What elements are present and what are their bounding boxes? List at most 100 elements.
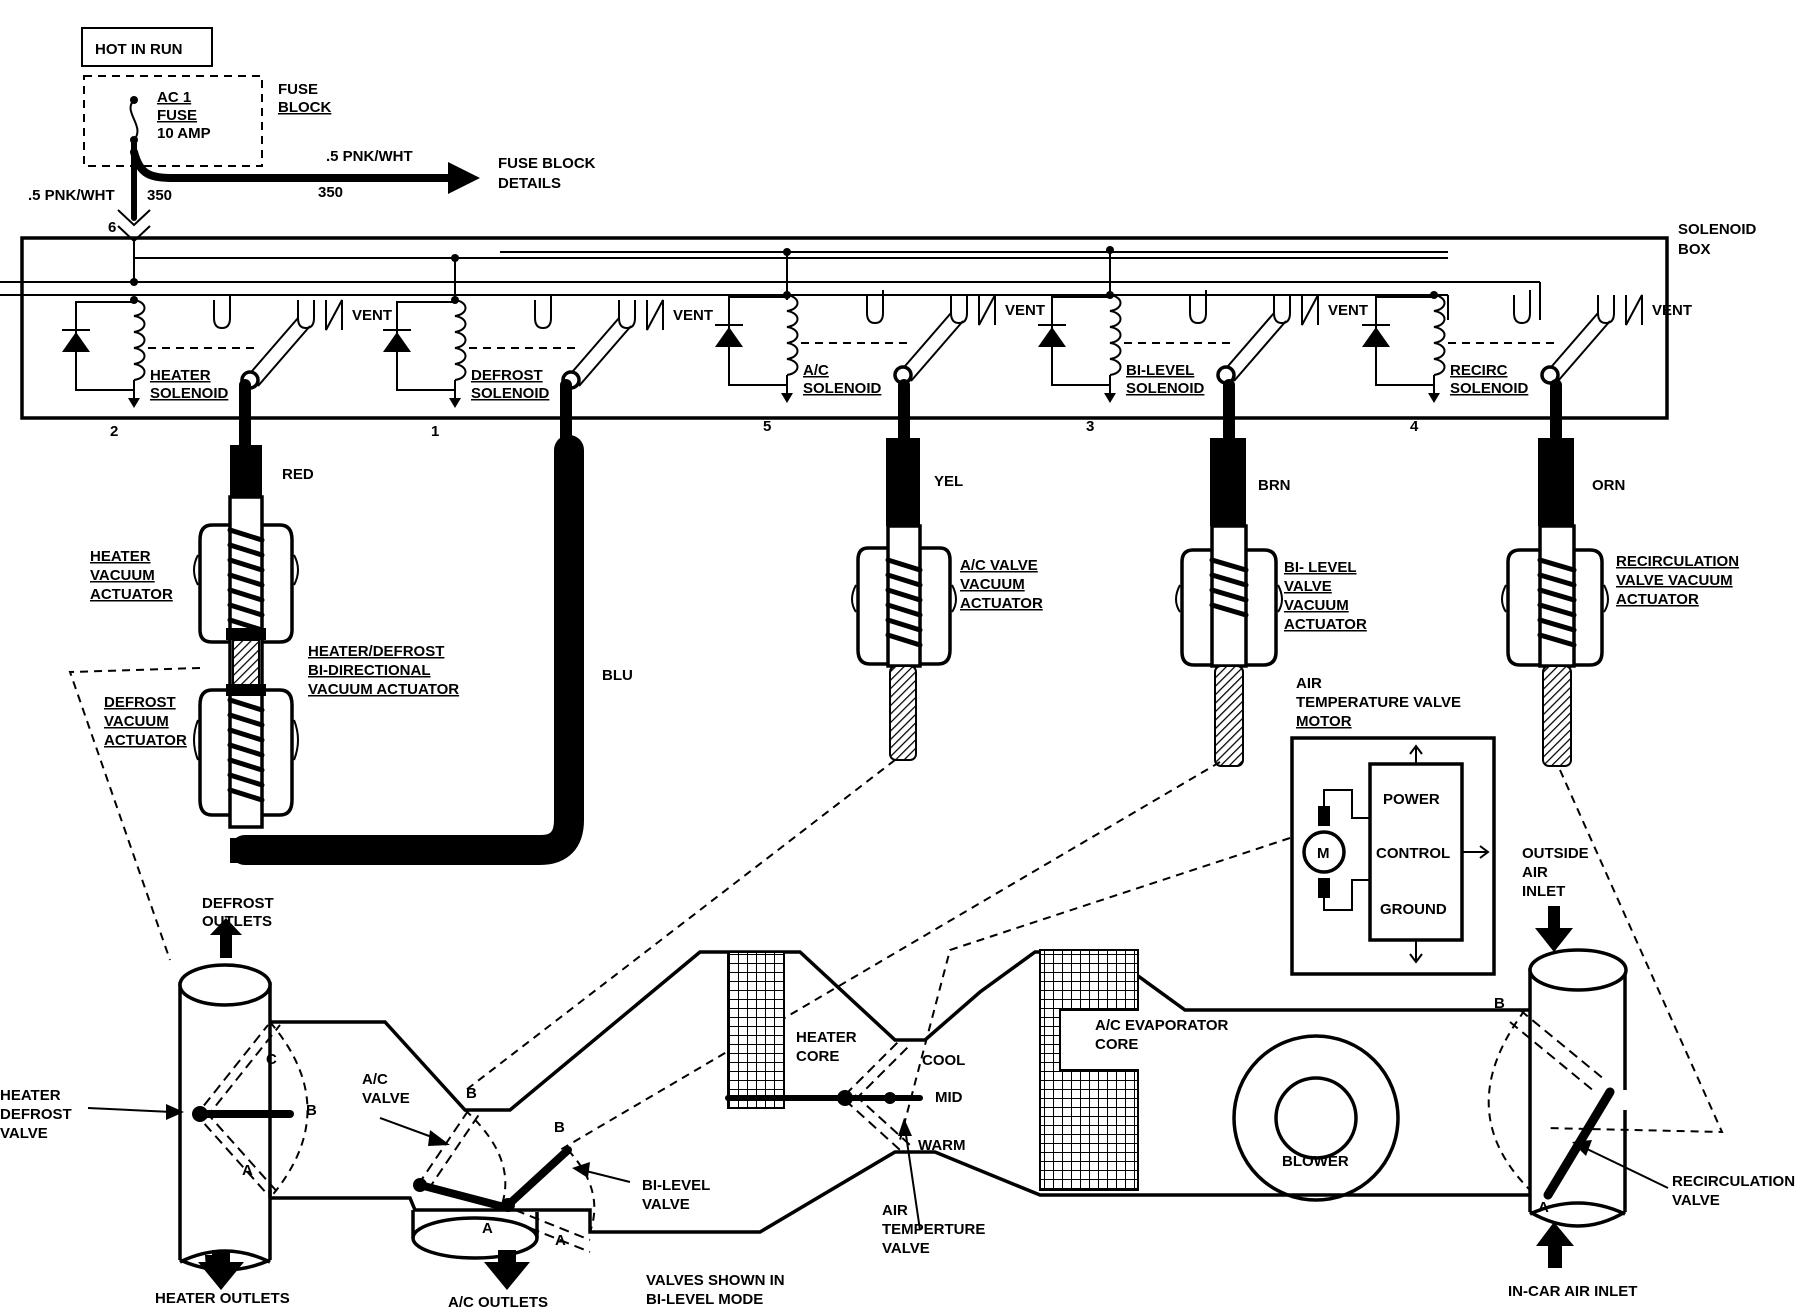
recirc-valve-label-2: VALVE: [1672, 1192, 1720, 1209]
recirculation-valve: [1487, 1009, 1615, 1200]
pos-c-heater: C: [266, 1051, 277, 1068]
wire-color-yel: YEL: [934, 473, 963, 490]
duct-system: DEFROST OUTLETS HEATER OUTLETS HEATER DE…: [0, 845, 1795, 1311]
wire-right-label: .5 PNK/WHT: [326, 148, 413, 165]
solenoid-name-ac-2: SOLENOID: [803, 380, 882, 397]
switch-blade-icon: [245, 317, 311, 387]
heater-defrost-bidirectional-actuator: HEATER VACUUM ACTUATOR HEATER/DEFROST BI…: [90, 495, 459, 863]
solenoid-name-heater-1: HEATER: [150, 367, 211, 384]
wire-color-brn: BRN: [1258, 477, 1291, 494]
airflow-arrows: [87, 906, 1669, 1290]
fuse-details-arrow: [448, 162, 480, 194]
outside-air-arrow-icon: [1535, 906, 1573, 952]
valves-shown-label-2: BI-LEVEL MODE: [646, 1291, 763, 1308]
wire-left-label: .5 PNK/WHT: [28, 187, 115, 204]
mid-label: MID: [935, 1089, 963, 1106]
warm-label: WARM: [918, 1137, 966, 1154]
vent-label-ac: VENT: [1005, 302, 1045, 319]
bidirectional-label-3: VACUUM ACTUATOR: [308, 681, 459, 698]
solenoid-pin-defrost: 1: [431, 423, 439, 440]
ac-actuator-label-3: ACTUATOR: [960, 595, 1043, 612]
ac-outlet-arrow-icon: [484, 1250, 530, 1290]
switch-blade-icon: [566, 317, 632, 387]
fuse-details-label-2: DETAILS: [498, 175, 561, 192]
air-temp-valve-label-2: TEMPERTURE: [882, 1221, 985, 1238]
recirc-actuator-label-3: ACTUATOR: [1616, 591, 1699, 608]
wire-color-orn: ORN: [1592, 477, 1625, 494]
pos-a-bilevel: A: [555, 1232, 566, 1249]
valves-shown-label-1: VALVES SHOWN IN: [646, 1272, 785, 1289]
motor-title-3: MOTOR: [1296, 713, 1352, 730]
switch-blade-icon: [1221, 312, 1287, 382]
motor-control-label: CONTROL: [1376, 845, 1450, 862]
outside-air-label-2: AIR: [1522, 864, 1548, 881]
wire-color-blu: BLU: [602, 667, 633, 684]
air-temp-valve-label-1: AIR: [882, 1202, 908, 1219]
heater-core-label-1: HEATER: [796, 1029, 857, 1046]
air-temp-valve-label-3: VALVE: [882, 1240, 930, 1257]
solenoid-pin-bilevel: 3: [1086, 418, 1094, 435]
motor-power-label: POWER: [1383, 791, 1440, 808]
vent-label-heater: VENT: [352, 307, 392, 324]
solenoid-name-ac-1: A/C: [803, 362, 829, 379]
bilevel-valve-actuator: BI- LEVEL VALVE VACUUM ACTUATOR: [1175, 524, 1367, 767]
wire-color-labels: RED BLU YEL BRN ORN: [282, 466, 1625, 684]
solenoid-pin-recirc: 4: [1410, 418, 1419, 435]
cool-label: COOL: [922, 1052, 965, 1069]
defrost-outlets-label-1: DEFROST: [202, 895, 274, 912]
solenoid-name-defrost-2: SOLENOID: [471, 385, 550, 402]
ac-actuator-label-1: A/C VALVE: [960, 557, 1038, 574]
ac-evaporator-label-1: A/C EVAPORATOR: [1095, 1017, 1229, 1034]
motor-ground-label: GROUND: [1380, 901, 1447, 918]
coil-icon: [1433, 294, 1446, 376]
pos-a-ac: A: [482, 1220, 493, 1237]
fuse-block-box: [83, 75, 263, 167]
pos-b-bilevel: B: [554, 1119, 565, 1136]
fuse-symbol: AC 1 FUSE 10 AMP: [129, 89, 211, 144]
air-temperature-valve: [725, 1039, 923, 1151]
motor-symbol: M: [1317, 845, 1330, 862]
solenoid-name-bilevel-2: SOLENOID: [1126, 380, 1205, 397]
fuse-area: HOT IN RUN FUSE BLOCK AC 1 FUSE 10 AMP .…: [28, 27, 596, 243]
bilevel-actuator-label-3: VACUUM: [1284, 597, 1349, 614]
heater-defrost-valve: [192, 1021, 309, 1199]
solenoid-name-bilevel-1: BI-LEVEL: [1126, 362, 1194, 379]
heater-outlet-arrow-icon: [198, 1250, 244, 1290]
outside-air-label-1: OUTSIDE: [1522, 845, 1589, 862]
hot-in-run-label: HOT IN RUN: [95, 41, 183, 58]
defrost-actuator-label-3: ACTUATOR: [104, 732, 187, 749]
ac-valve-duct-label-2: VALVE: [362, 1090, 410, 1107]
solenoid-name-recirc-1: RECIRC: [1450, 362, 1508, 379]
ac-valve-actuator: A/C VALVE VACUUM ACTUATOR: [851, 524, 1043, 761]
bidirectional-label-2: BI-DIRECTIONAL: [308, 662, 431, 679]
switch-blade-icon: [1545, 312, 1611, 382]
defrost-outlets-label-2: OUTLETS: [202, 913, 272, 930]
defrost-actuator-label-2: VACUUM: [104, 713, 169, 730]
vent-label-bilevel: VENT: [1328, 302, 1368, 319]
bilevel-actuator-label-2: VALVE: [1284, 578, 1332, 595]
switch-blade-icon: [898, 312, 964, 382]
vacuum-hoses: [230, 379, 1574, 865]
heater-defrost-valve-label-2: DEFROST: [0, 1106, 72, 1123]
fuse-label-3: 10 AMP: [157, 125, 211, 142]
solenoid-box: SOLENOID BOX: [0, 221, 1757, 420]
ac-evaporator-label-2: CORE: [1095, 1036, 1138, 1053]
heater-core-label-2: CORE: [796, 1048, 839, 1065]
vent-label-defrost: VENT: [673, 307, 713, 324]
heater-defrost-valve-label-1: HEATER: [0, 1087, 61, 1104]
heater-outlets-label: HEATER OUTLETS: [155, 1290, 290, 1307]
bilevel-actuator-label-4: ACTUATOR: [1284, 616, 1367, 633]
outside-air-label-3: INLET: [1522, 883, 1565, 900]
heater-actuator-label-3: ACTUATOR: [90, 586, 173, 603]
ac-valve-duct-label-1: A/C: [362, 1071, 388, 1088]
solenoid-units: HEATERSOLENOIDVENT2DEFROSTSOLENOIDVENT1A…: [62, 290, 1692, 440]
bidirectional-label-1: HEATER/DEFROST: [308, 643, 444, 660]
solenoid-box-label-2: BOX: [1678, 241, 1711, 258]
diode-icon: [62, 332, 90, 352]
diode-icon: [1362, 327, 1390, 347]
pos-b-heater: B: [306, 1102, 317, 1119]
